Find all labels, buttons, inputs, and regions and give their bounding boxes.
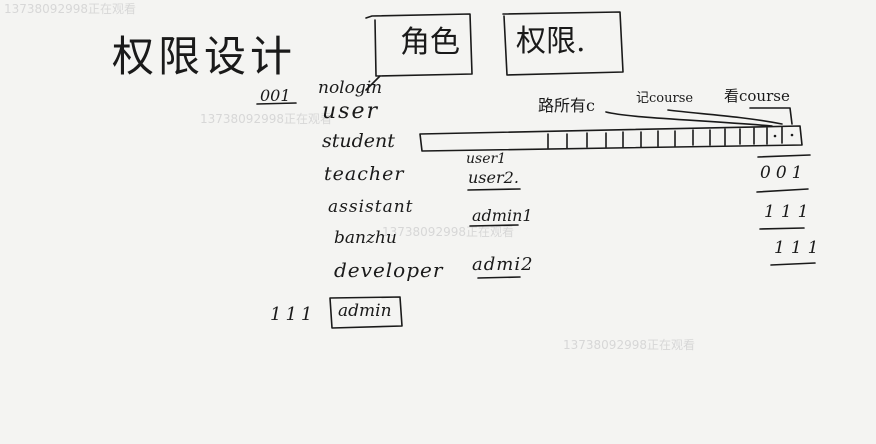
perm-underline-3 xyxy=(770,262,816,266)
watermark-bottom: 13738092998正在观看 xyxy=(563,338,695,352)
user-admi2: admi2 xyxy=(472,254,534,275)
permission-bar-ticks xyxy=(547,126,783,149)
perm-label-record: 记course xyxy=(636,91,694,106)
perm-underline-2 xyxy=(759,227,805,230)
perm-label-view: 看course xyxy=(724,87,790,105)
code-underline xyxy=(256,102,297,105)
perm-value-3: 111 xyxy=(774,238,825,258)
label-arrow-all-paths xyxy=(605,111,773,127)
perm-label-all-paths: 路所有c xyxy=(538,96,595,115)
permission-box-outline xyxy=(502,11,624,76)
permission-bar xyxy=(419,125,803,152)
user-user2: user2. xyxy=(468,168,519,187)
role-connector-line xyxy=(365,75,381,91)
perm-value-2: 111 xyxy=(764,202,815,222)
role-admin: admin xyxy=(338,301,392,321)
perm-value-1: 001 xyxy=(760,163,808,183)
role-box-outline xyxy=(365,13,473,77)
admi2-underline xyxy=(477,276,521,279)
user-admin1: admin1 xyxy=(472,206,533,225)
role-teacher: teacher xyxy=(324,163,405,185)
watermark-top: 13738092998正在观看 xyxy=(4,2,136,16)
role-nologin: nologin xyxy=(318,78,383,98)
role-banzhu: banzhu xyxy=(334,228,397,248)
role-code-bottom: 111 xyxy=(270,304,317,325)
label-arrow-view xyxy=(749,107,793,125)
user-user1: user1 xyxy=(466,151,507,167)
admin-box-outline xyxy=(329,296,403,329)
label-arrow-record xyxy=(667,109,783,125)
watermark-middle: 13738092998正在观看 xyxy=(382,225,514,239)
role-box-label: 角色 xyxy=(400,25,460,60)
admin1-underline xyxy=(469,224,519,227)
watermark-left: 13738092998正在观看 xyxy=(200,112,332,126)
user2-underline xyxy=(467,188,521,191)
role-student: student xyxy=(322,130,395,152)
role-user: user xyxy=(322,99,379,124)
role-code-top: 001 xyxy=(260,86,291,105)
role-developer: developer xyxy=(334,258,444,282)
role-assistant: assistant xyxy=(328,197,414,217)
permission-box-label: 权限. xyxy=(516,24,586,59)
perm-overline-1 xyxy=(757,154,811,158)
page-title: 权限设计 xyxy=(112,32,297,81)
perm-underline-1 xyxy=(756,188,809,193)
